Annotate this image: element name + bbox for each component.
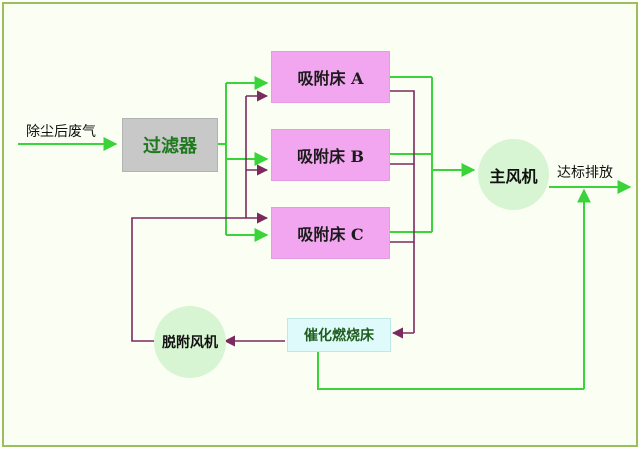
desorption-fan-circle: 脱附风机 [154,306,226,378]
adsorption-bed-b: 吸附床 B [271,129,390,181]
bed-b-label: 吸附床 B [296,147,365,166]
bed-a-desorb-line [390,90,415,333]
main-fan-circle: 主风机 [478,139,549,210]
inlet-label: 除尘后废气 [26,124,96,140]
desorption-flow-lines [131,90,415,347]
burner-exhaust-line [317,348,584,390]
process-flow-lines [18,76,632,390]
outlet-label: 达标排放 [557,165,613,181]
diagram-frame: 除尘后废气 过滤器 吸附床 A 吸附床 B 吸附床 C 主风机 达标排放 催化燃… [2,2,638,447]
filter-box: 过滤器 [122,118,218,172]
main-fan-label: 主风机 [489,166,538,186]
catalytic-burner-label: 催化燃烧床 [304,328,374,344]
filter-label: 过滤器 [143,136,197,157]
adsorption-bed-a: 吸附床 A [271,51,390,103]
bed-c-label: 吸附床 C [297,225,364,244]
desorb-return-line [131,217,246,342]
catalytic-burner-box: 催化燃烧床 [287,318,391,352]
adsorption-bed-c: 吸附床 C [271,207,390,259]
flow-lines [18,76,632,390]
desorption-fan-label: 脱附风机 [162,335,218,351]
bed-a-label: 吸附床 A [297,69,364,88]
